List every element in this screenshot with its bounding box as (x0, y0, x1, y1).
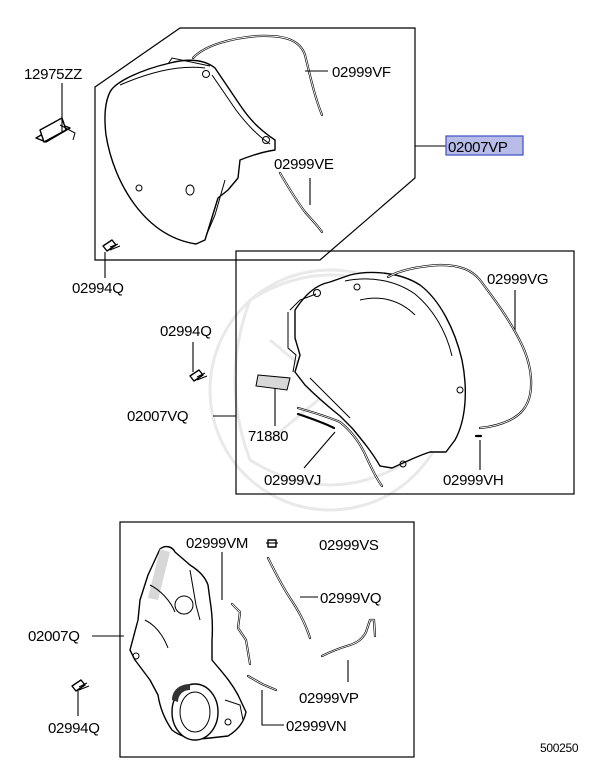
upper-timing-cover (104, 57, 276, 245)
label-02999VS[interactable]: 02999VS (319, 537, 379, 554)
seal-02999VF (191, 34, 324, 117)
clip-12975ZZ (35, 117, 76, 143)
bolt-02994Q-middle (189, 369, 208, 382)
diagram-number: 500250 (540, 741, 579, 755)
label-02999VH[interactable]: 02999VH (443, 472, 504, 489)
label-02994Q-middle[interactable]: 02994Q (160, 323, 212, 340)
middle-frame (235, 250, 575, 495)
lower-timing-cover (129, 545, 247, 741)
label-02999VJ[interactable]: 02999VJ (264, 472, 321, 489)
label-02007VP[interactable]: 02007VP (448, 139, 508, 156)
label-02999VE[interactable]: 02999VE (274, 156, 334, 173)
lower-leaders (77, 542, 349, 726)
label-12975ZZ[interactable]: 12975ZZ (24, 66, 82, 83)
part-labels: 12975ZZ 02999VF 02007VP 02999VE 02994Q 0… (24, 64, 579, 755)
label-02007VQ[interactable]: 02007VQ (127, 408, 189, 425)
label-02999VP[interactable]: 02999VP (299, 690, 359, 707)
label-02999VQ[interactable]: 02999VQ (320, 590, 382, 607)
lower-frame (119, 521, 415, 758)
label-02999VF[interactable]: 02999VF (332, 64, 391, 81)
label-02994Q-lower[interactable]: 02994Q (48, 720, 100, 737)
seal-02999VE (278, 171, 324, 234)
middle-leaders (192, 290, 516, 470)
upper-frame (94, 27, 416, 261)
label-02999VN[interactable]: 02999VN (286, 718, 347, 735)
seal-02999VM (230, 602, 252, 666)
pad-71880 (255, 374, 291, 391)
bolt-02994Q-upper (102, 239, 121, 252)
label-71880[interactable]: 71880 (248, 428, 289, 445)
upper-leaders (61, 70, 446, 278)
middle-timing-cover (287, 271, 466, 469)
seal-02999VG (386, 263, 533, 430)
label-02999VG[interactable]: 02999VG (487, 271, 549, 288)
label-02999VM[interactable]: 02999VM (186, 535, 248, 552)
seal-02999VP (320, 618, 377, 658)
seal-02999VQ (266, 556, 312, 640)
bolt-02994Q-lower (71, 679, 90, 692)
seal-02999VJ (296, 406, 384, 488)
label-02994Q-upper[interactable]: 02994Q (72, 280, 124, 297)
seal-02999VN (246, 674, 278, 692)
label-02007Q[interactable]: 02007Q (28, 628, 80, 645)
highlight-02007VP (445, 135, 524, 156)
